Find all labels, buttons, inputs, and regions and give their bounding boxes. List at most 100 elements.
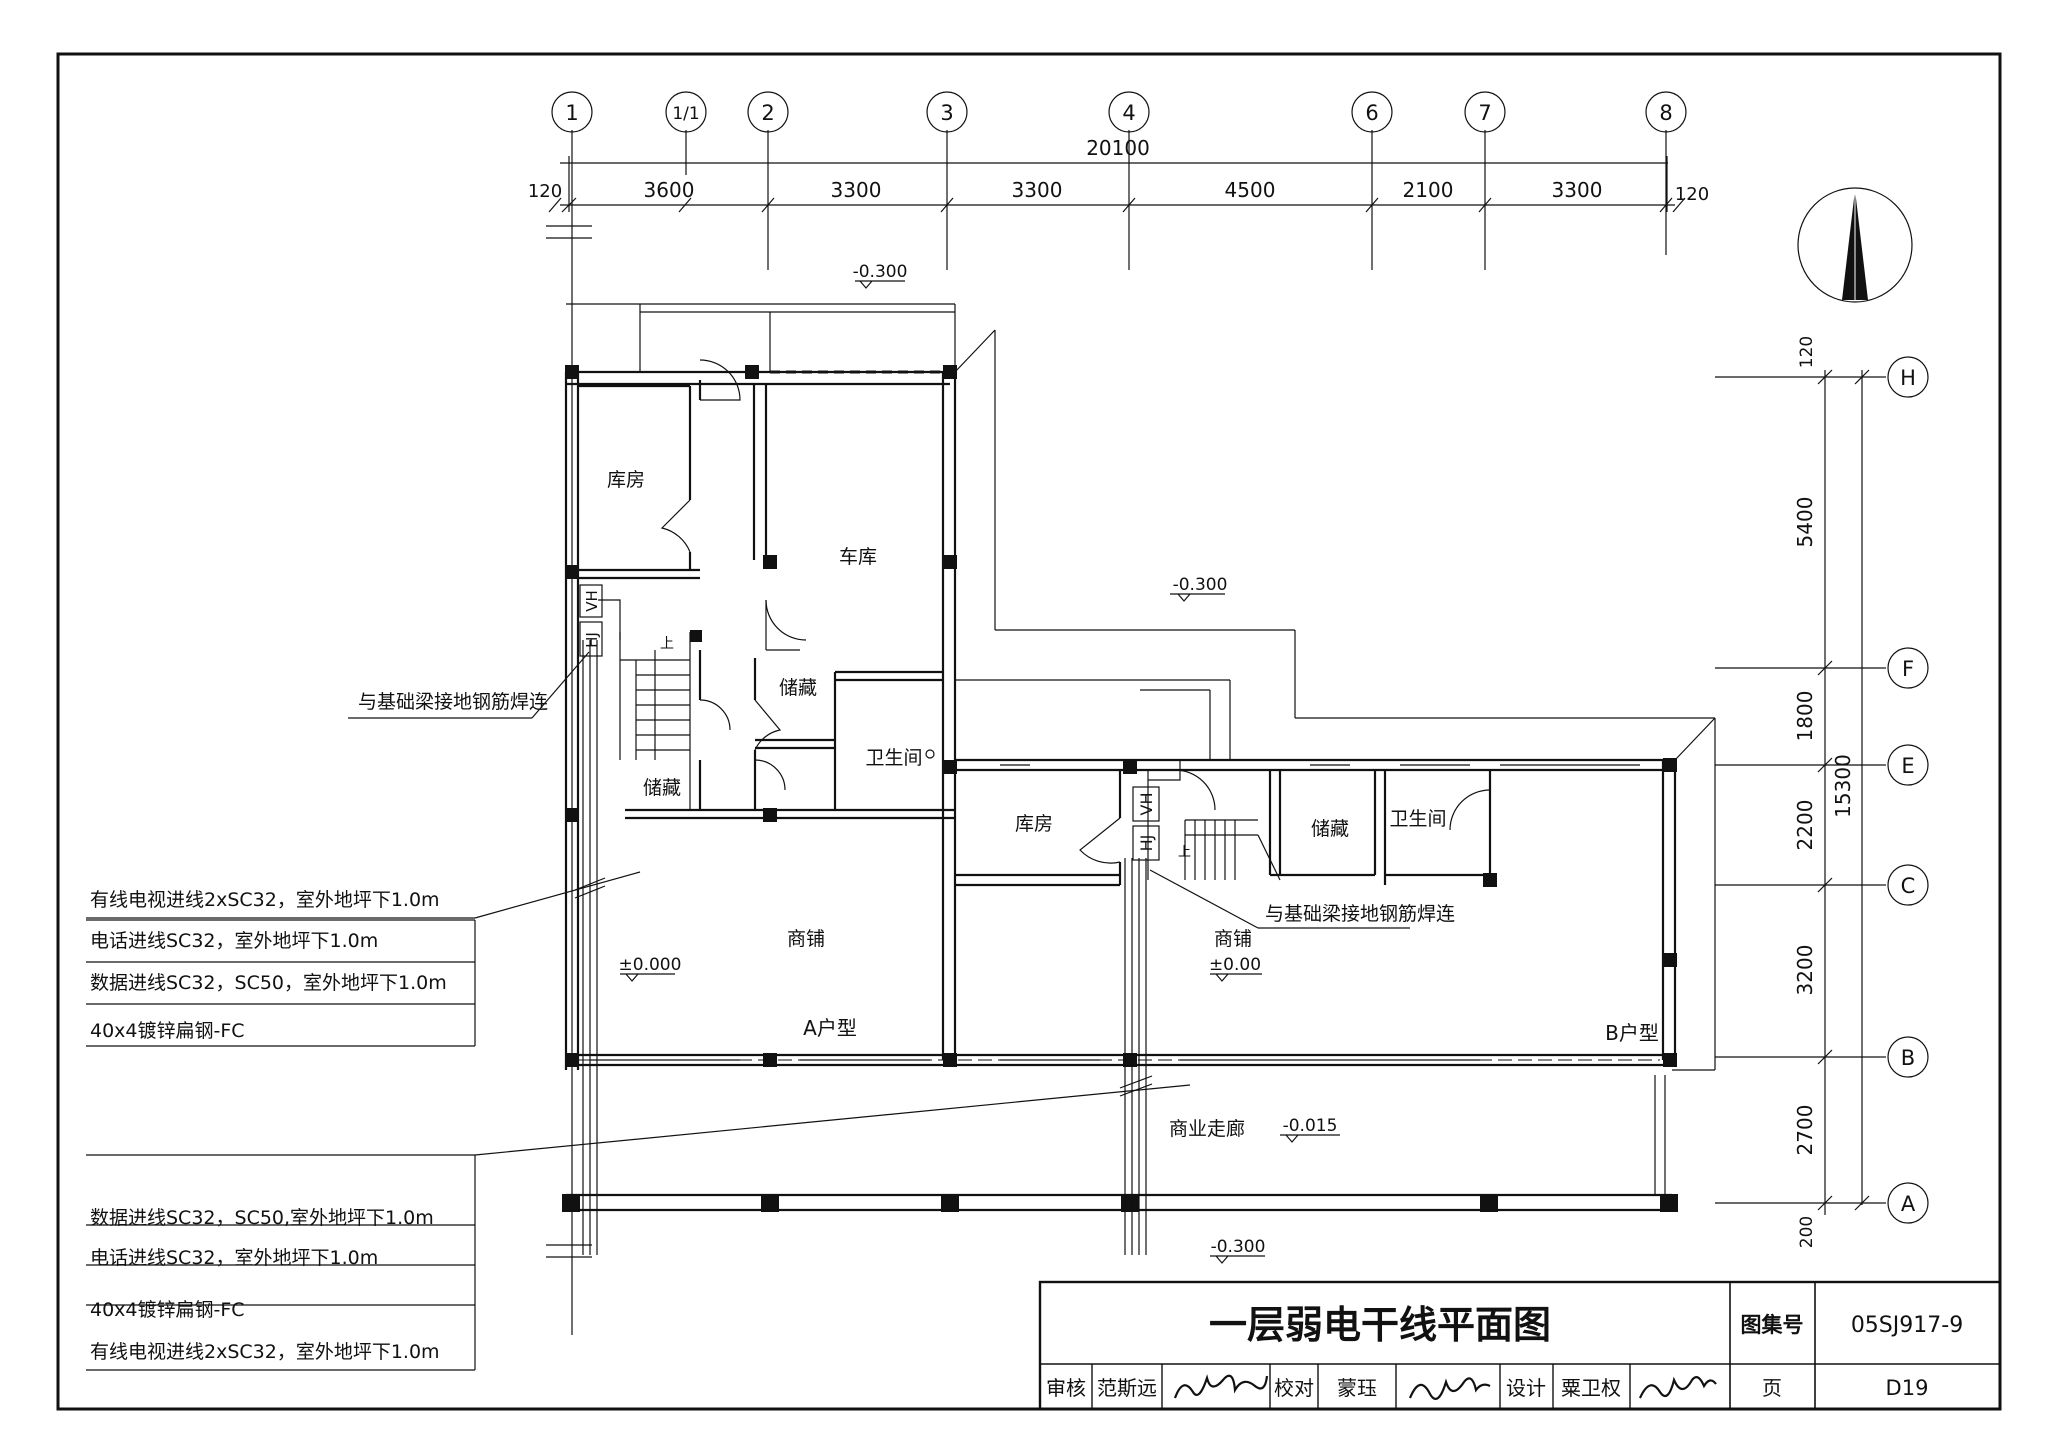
page-label: 页 [1762, 1376, 1782, 1400]
svg-text:8: 8 [1659, 101, 1672, 125]
annotation-cable-a: 数据进线SC32，SC50，室外地坪下1.0m [90, 972, 447, 994]
annotation-weld-b: 与基础梁接地钢筋焊连 [1265, 903, 1455, 925]
room-label-storage-b: 库房 [1015, 813, 1053, 835]
annotation-cable-b: 数据进线SC32，SC50,室外地坪下1.0m [90, 1207, 434, 1229]
room-label-shop-b: 商铺 [1214, 928, 1252, 950]
axis-bubble-e: E [1887, 744, 1929, 786]
room-label-toilet-a: 卫生间 [865, 747, 922, 769]
building-walls: 上 上 [564, 303, 1716, 1212]
axis-bubble-7: 7 [1464, 91, 1506, 133]
dim-span: 2700 [1793, 1105, 1817, 1156]
room-label-type-a: A户型 [803, 1016, 857, 1040]
axis-bubble-6: 6 [1351, 91, 1393, 133]
structural-columns [562, 365, 1678, 1212]
conduit-trunks [582, 599, 1181, 1255]
svg-text:-0.300: -0.300 [1211, 1237, 1266, 1257]
svg-text:HJ: HJ [583, 632, 601, 648]
room-label-garage: 车库 [839, 546, 877, 568]
room-label-corridor: 商业走廊 [1169, 1118, 1245, 1140]
svg-text:7: 7 [1478, 101, 1491, 125]
checker-name: 蒙珏 [1337, 1376, 1377, 1400]
room-label-store-2: 储藏 [643, 777, 681, 799]
annotation-cable-a: 电话进线SC32，室外地坪下1.0m [90, 930, 378, 952]
dim-span: 3300 [831, 178, 882, 202]
annotation-weld-a: 与基础梁接地钢筋焊连 [358, 691, 548, 713]
svg-text:B: B [1901, 1046, 1915, 1070]
reviewer-signature [1173, 1374, 1269, 1399]
axis-bubble-2: 2 [747, 91, 789, 133]
annotation-cable-b: 40x4镀锌扁钢-FC [90, 1299, 245, 1321]
doors [660, 359, 1491, 864]
svg-text:6: 6 [1365, 101, 1378, 125]
dim-span: 3200 [1793, 945, 1817, 996]
dim-total-vertical: 15300 [1831, 754, 1855, 818]
svg-text:±0.000: ±0.000 [619, 955, 682, 975]
svg-text:H: H [1900, 366, 1916, 390]
junction-box-b: VH HJ [1132, 786, 1160, 861]
room-label-type-b: B户型 [1605, 1021, 1659, 1045]
room-label-store-b: 储藏 [1311, 818, 1349, 840]
page-number: D19 [1886, 1376, 1929, 1400]
axis-bubble-a: A [1887, 1182, 1929, 1224]
svg-text:-0.300: -0.300 [1173, 575, 1228, 595]
dim-span: 200 [1797, 1216, 1817, 1248]
svg-text:-0.300: -0.300 [853, 262, 908, 282]
north-arrow-icon [1797, 187, 1913, 303]
check-label: 校对 [1274, 1376, 1314, 1400]
annotation-cable-a: 40x4镀锌扁钢-FC [90, 1020, 245, 1042]
axis-bubble-c: C [1887, 864, 1929, 906]
svg-text:HJ: HJ [1137, 835, 1156, 852]
review-label: 审核 [1046, 1376, 1086, 1400]
svg-text:1/1: 1/1 [672, 104, 699, 124]
atlas-label: 图集号 [1741, 1313, 1804, 1337]
axis-bubble-1: 1 [551, 91, 593, 133]
svg-text:±0.00: ±0.00 [1209, 955, 1261, 975]
designer-name: 粟卫权 [1561, 1376, 1621, 1400]
dim-span: 5400 [1793, 497, 1817, 548]
annotation-cable-b: 有线电视进线2xSC32，室外地坪下1.0m [90, 1341, 440, 1363]
dim-span: 120 [1675, 184, 1709, 205]
room-label-shop-a: 商铺 [787, 928, 825, 950]
dim-span: 120 [528, 181, 562, 202]
annotation-cable-a: 有线电视进线2xSC32，室外地坪下1.0m [90, 889, 440, 911]
dim-span: 120 [1797, 336, 1817, 368]
axis-bubble-4: 4 [1108, 91, 1150, 133]
designer-signature [1638, 1376, 1717, 1399]
leader-lines [86, 651, 1410, 1371]
svg-text:上: 上 [1178, 845, 1191, 860]
drawing-frame [56, 52, 2002, 1411]
axis-bubble-f: F [1887, 647, 1929, 689]
design-label: 设计 [1506, 1376, 1546, 1400]
dim-total: 20100 [1086, 136, 1150, 160]
axis-bubble-1-1: 1/1 [665, 91, 707, 133]
svg-text:VH: VH [583, 590, 601, 612]
dim-span: 3600 [644, 178, 695, 202]
svg-text:VH: VH [1137, 793, 1156, 816]
svg-text:2: 2 [761, 101, 774, 125]
svg-text:-0.015: -0.015 [1283, 1116, 1338, 1136]
dim-span: 4500 [1225, 178, 1276, 202]
dim-span: 2200 [1793, 800, 1817, 851]
atlas-number: 05SJ917-9 [1851, 1313, 1963, 1338]
room-label-store-1: 储藏 [779, 677, 817, 699]
svg-text:E: E [1901, 754, 1914, 778]
dim-span: 3300 [1012, 178, 1063, 202]
dim-span: 3300 [1552, 178, 1603, 202]
elevation-marks: -0.300 -0.300 ±0.000 ±0.00 -0.015 -0.300 [619, 262, 1340, 1264]
svg-text:C: C [1901, 874, 1916, 898]
svg-text:1: 1 [565, 101, 578, 125]
axis-bubble-8: 8 [1645, 91, 1687, 133]
title-block: 一层弱电干线平面图 图集号 05SJ917-9 审核 范斯远 校对 蒙珏 设计 … [1038, 1280, 2002, 1411]
svg-text:A: A [1901, 1192, 1916, 1216]
axis-bubble-b: B [1887, 1036, 1929, 1078]
svg-text:上: 上 [660, 636, 674, 652]
top-axis-grid: 1 1/1 2 3 4 6 7 8 20100 [528, 91, 1709, 1335]
svg-text:3: 3 [940, 101, 953, 125]
svg-text:4: 4 [1122, 101, 1135, 125]
drawing-title: 一层弱电干线平面图 [1209, 1303, 1551, 1347]
checker-signature [1408, 1377, 1491, 1400]
right-axis-grid: H F E C B A 120 5400 1800 2200 3200 2700… [1715, 336, 1929, 1248]
svg-text:F: F [1902, 657, 1914, 681]
axis-bubble-h: H [1887, 356, 1929, 398]
